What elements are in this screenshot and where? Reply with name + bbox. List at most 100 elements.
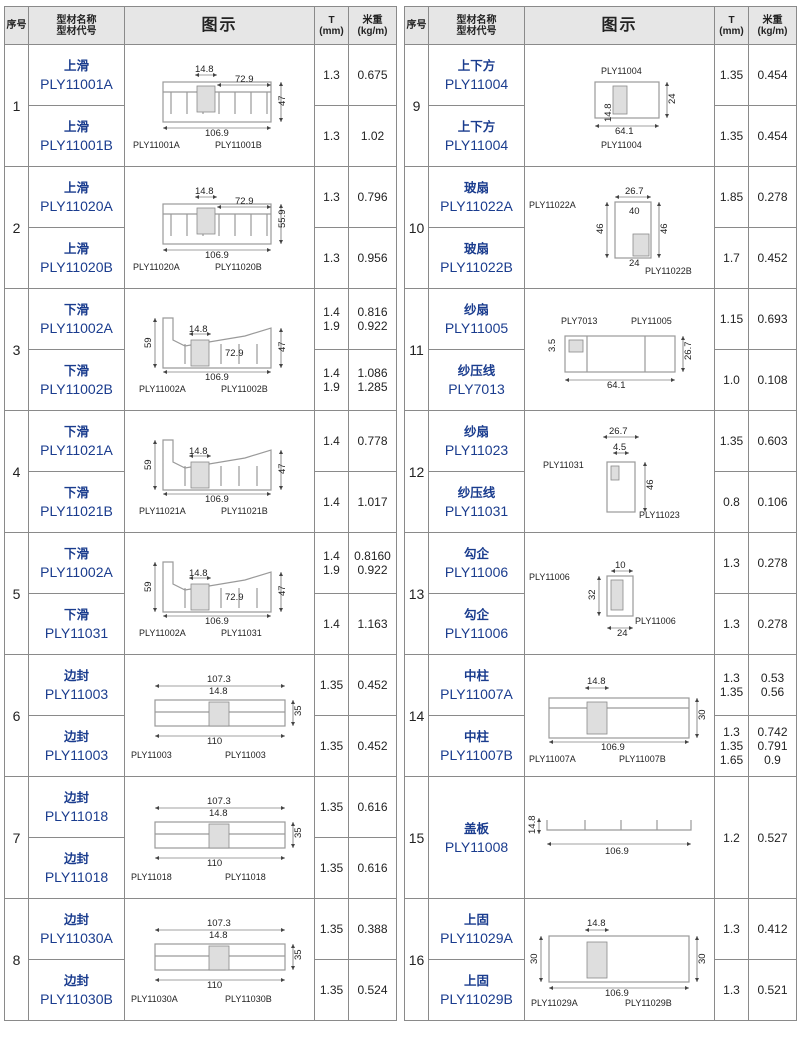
weight-value: 0.603 bbox=[748, 410, 797, 472]
dimension-label: 24 bbox=[617, 628, 628, 639]
thickness-value: 1.35 bbox=[314, 898, 349, 960]
dimension-label: 26.7 bbox=[609, 426, 628, 437]
weight-value: 0.527 bbox=[748, 776, 797, 899]
thickness-value: 1.3 1.35 bbox=[714, 654, 749, 716]
profile-code: PLY11003 bbox=[44, 686, 109, 702]
dimension-label: 30 bbox=[697, 953, 708, 964]
weight-value: 0.956 bbox=[348, 227, 397, 289]
dimension-label: PLY11022B bbox=[645, 266, 692, 276]
row-seq-number: 14 bbox=[404, 654, 429, 777]
header-seq-text: 序号 bbox=[6, 20, 27, 31]
dimension-label: 106.9 bbox=[205, 128, 229, 139]
thickness-value: 1.4 1.9 bbox=[314, 288, 349, 350]
header-weight-unit: (kg/m) bbox=[757, 25, 788, 37]
profile-name: 边封 bbox=[63, 913, 89, 927]
thickness-value: 1.3 bbox=[714, 532, 749, 594]
profile-name: 边封 bbox=[63, 974, 89, 988]
weight-value: 0.742 0.791 0.9 bbox=[748, 715, 797, 777]
row-seq-number: 11 bbox=[404, 288, 429, 411]
dimension-label: 107.3 bbox=[207, 918, 231, 929]
thickness-value: 1.15 bbox=[714, 288, 749, 350]
thickness-value: 1.35 bbox=[314, 959, 349, 1021]
row-seq-number: 5 bbox=[4, 532, 29, 655]
profile-code: PLY11020A bbox=[40, 198, 113, 214]
dimension-label: 106.9 bbox=[205, 494, 229, 505]
dimension-label: 47 bbox=[277, 463, 288, 474]
dimension-label: PLY11021B bbox=[221, 506, 268, 516]
dimension-label: 106.9 bbox=[605, 846, 629, 857]
profile-name: 纱压线 bbox=[457, 486, 496, 500]
dimension-label: 47 bbox=[277, 95, 288, 106]
weight-value: 0.388 bbox=[348, 898, 397, 960]
header-name-line1: 型材名称 bbox=[56, 14, 97, 26]
profile-code: PLY11022A bbox=[440, 198, 513, 214]
dimension-label: 35 bbox=[293, 949, 304, 960]
dimension-label: PLY11031 bbox=[221, 628, 262, 638]
weight-value: 0.693 bbox=[748, 288, 797, 350]
header-weight: 米重(kg/m) bbox=[748, 6, 797, 45]
profile-code: PLY11005 bbox=[444, 320, 509, 336]
thickness-value: 1.4 bbox=[314, 593, 349, 655]
dimension-label: 14.8 bbox=[189, 446, 208, 457]
header-weight-unit: (kg/m) bbox=[357, 25, 388, 37]
profile-code: PLY11006 bbox=[444, 564, 509, 580]
profile-name: 边封 bbox=[63, 791, 89, 805]
dimension-label: 14.8 bbox=[209, 930, 228, 941]
dimension-label: PLY11003 bbox=[131, 750, 172, 760]
profile-name: 中柱 bbox=[463, 669, 489, 683]
dimension-label: 110 bbox=[207, 858, 222, 869]
profile-name: 下滑 bbox=[63, 486, 89, 500]
dimension-label: 26.7 bbox=[683, 341, 694, 360]
profile-code: PLY11020B bbox=[40, 259, 113, 275]
dimension-label: 40 bbox=[629, 206, 640, 217]
profile-code: PLY11001A bbox=[40, 76, 113, 92]
weight-value: 0.454 bbox=[748, 44, 797, 106]
header-seq: 序号 bbox=[404, 6, 429, 45]
weight-value: 0.108 bbox=[748, 349, 797, 411]
dimension-label: 46 bbox=[659, 223, 670, 234]
dimension-label: 59 bbox=[143, 581, 154, 592]
weight-value: 0.278 bbox=[748, 593, 797, 655]
weight-value: 0.616 bbox=[348, 776, 397, 838]
profile-name: 边封 bbox=[63, 730, 89, 744]
thickness-value: 1.35 bbox=[714, 105, 749, 167]
profile-code: PLY11002A bbox=[40, 320, 113, 336]
dimension-label: PLY11020A bbox=[133, 262, 180, 272]
weight-value: 0.616 bbox=[348, 837, 397, 899]
profile-code: PLY7013 bbox=[448, 381, 505, 397]
dimension-label: 24 bbox=[667, 93, 678, 104]
profile-code: PLY11018 bbox=[44, 808, 109, 824]
dimension-label: 14.8 bbox=[603, 103, 614, 122]
dimension-label: PLY11002A bbox=[139, 628, 186, 638]
